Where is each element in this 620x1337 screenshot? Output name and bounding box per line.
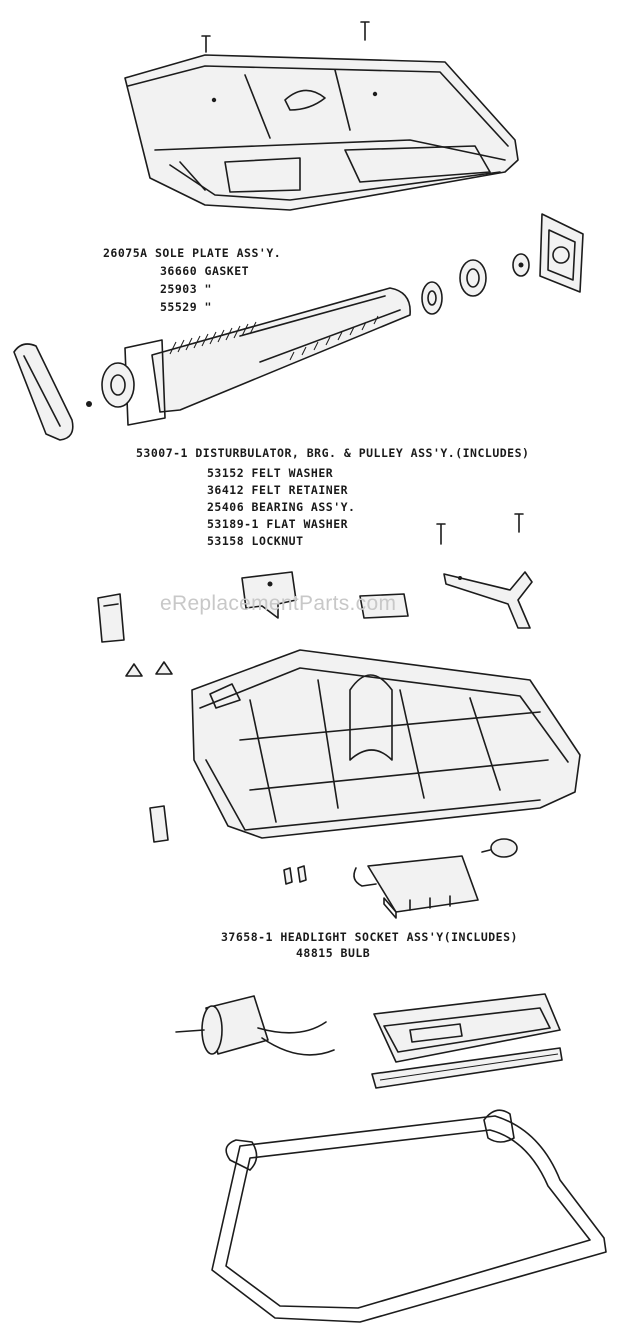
headlight-socket-label: 37658-1 HEADLIGHT SOCKET ASS'Y(INCLUDES) xyxy=(221,930,518,944)
drive-belt xyxy=(13,343,74,441)
top-cover xyxy=(373,993,561,1063)
pad xyxy=(359,593,409,619)
housing-screw-right xyxy=(514,513,524,533)
gasket-label: 36660 GASKET xyxy=(160,264,250,278)
felt-retainer xyxy=(421,281,443,315)
headlight-socket xyxy=(353,855,479,919)
motor xyxy=(175,995,335,1056)
disturbulator-label: 53007-1 DISTURBULATOR, BRG. & PULLEY ASS… xyxy=(136,446,530,460)
part-55529-label: 55529 " xyxy=(160,300,212,314)
sole-plate xyxy=(124,54,519,211)
cord-clip xyxy=(97,593,125,643)
watermark: eReplacementParts.com xyxy=(160,592,397,615)
part-25903-label: 25903 " xyxy=(160,282,212,296)
bulb-label: 48815 BULB xyxy=(296,946,371,960)
spider-bracket xyxy=(443,571,533,629)
sole-plate-screw-left xyxy=(201,35,211,53)
gasket-plate xyxy=(539,213,584,293)
bearing xyxy=(459,259,487,297)
terminal-pins xyxy=(283,865,307,885)
bearing-label: 25406 BEARING ASS'Y. xyxy=(207,500,356,514)
felt-washer-label: 53152 FELT WASHER xyxy=(207,466,334,480)
nozzle-housing xyxy=(191,649,581,839)
bracket xyxy=(241,571,297,619)
housing-screw-left xyxy=(436,523,446,545)
disturbulator-brush-roll xyxy=(101,287,411,426)
locknut-label: 53158 LOCKNUT xyxy=(207,534,304,548)
sole-plate-screw-right xyxy=(360,21,370,41)
light-lens xyxy=(149,805,169,843)
flat-washer xyxy=(512,253,530,277)
bumper-strip xyxy=(371,1047,563,1089)
headlight-bulb xyxy=(481,838,518,858)
felt-retainer-label: 36412 FELT RETAINER xyxy=(207,483,349,497)
pulley-nut xyxy=(86,401,92,407)
small-nuts xyxy=(125,661,173,677)
bail-frame xyxy=(211,1109,607,1323)
sole-plate-label: 26075A SOLE PLATE ASS'Y. xyxy=(103,246,282,260)
flat-washer-label: 53189-1 FLAT WASHER xyxy=(207,517,349,531)
